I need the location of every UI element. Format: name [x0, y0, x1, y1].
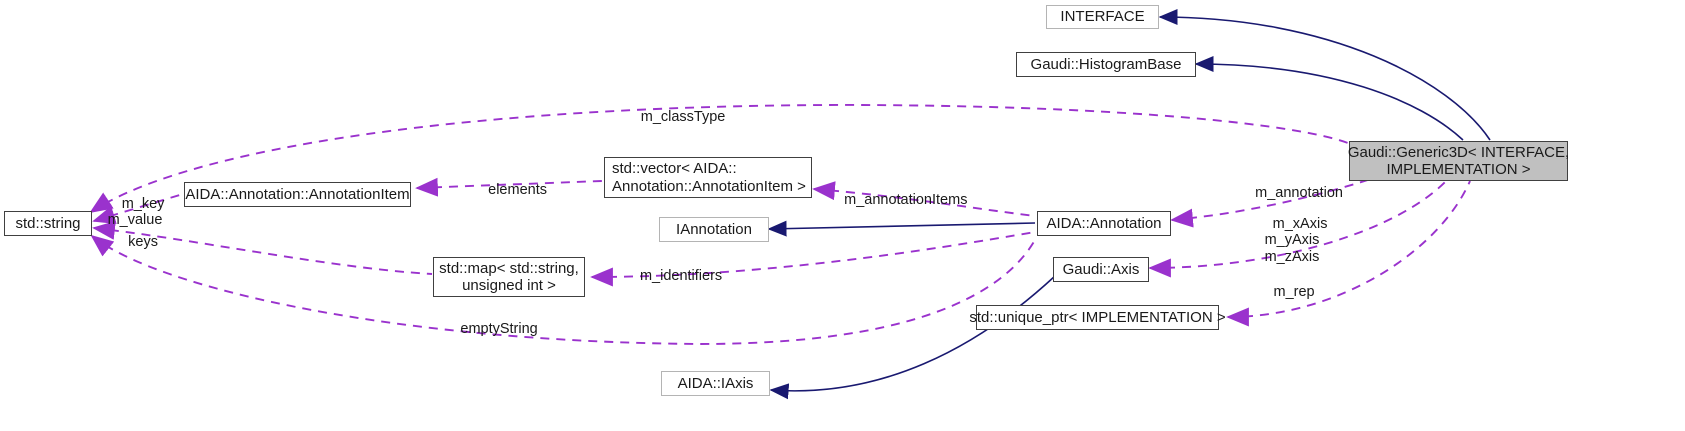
node-std-map-label: std::map< std::string, unsigned int >: [439, 259, 579, 294]
node-interface-label: INTERFACE: [1060, 8, 1145, 26]
node-aida-annotation-annotationitem-label: AIDA::Annotation::AnnotationItem: [185, 185, 410, 203]
edge-label-m_annotation: m_annotation: [1255, 185, 1343, 202]
node-aida-iaxis-label: AIDA::IAxis: [677, 374, 754, 392]
node-gaudi-axis[interactable]: Gaudi::Axis: [1053, 257, 1149, 282]
edge-label-emptystring: emptyString: [460, 321, 538, 338]
node-gaudi-axis-label: Gaudi::Axis: [1062, 260, 1140, 278]
node-gaudi-histogrambase[interactable]: Gaudi::HistogramBase: [1016, 52, 1196, 77]
edge-label-m_identifiers: m_identifiers: [639, 268, 723, 285]
edge-label-m_rep: m_rep: [1273, 284, 1315, 301]
node-gaudi-generic3d[interactable]: Gaudi::Generic3D< INTERFACE, IMPLEMENTAT…: [1347, 141, 1570, 181]
edge-string-generic3d-m_classType: [89, 104, 1349, 214]
edge-label-keys: keys: [128, 234, 158, 251]
edge-iaxis-gaudiaxis: [769, 275, 1056, 400]
node-iannotation[interactable]: IAnnotation: [659, 217, 769, 242]
edge-stdmap-annotation-m_identifiers: [590, 231, 1036, 287]
edge-uniqueptr-generic3d-m_rep: [1226, 180, 1471, 327]
edge-histogrambase-generic3d: [1194, 56, 1464, 141]
node-iannotation-label: IAnnotation: [676, 220, 752, 238]
node-std-string-label: std::string: [15, 214, 81, 232]
edge-label-elements: elements: [488, 182, 547, 199]
node-aida-iaxis[interactable]: AIDA::IAxis: [661, 371, 770, 396]
edge-string-annotation-emptystring: [90, 234, 1036, 345]
node-aida-annotation-label: AIDA::Annotation: [1046, 214, 1162, 232]
edge-vector-annotation-m_annotationitems: [812, 181, 1036, 217]
node-std-unique-ptr[interactable]: std::unique_ptr< IMPLEMENTATION >: [969, 305, 1226, 330]
node-gaudi-generic3d-label: Gaudi::Generic3D< INTERFACE, IMPLEMENTAT…: [1347, 143, 1570, 178]
node-std-string[interactable]: std::string: [4, 211, 92, 236]
node-gaudi-histogrambase-label: Gaudi::HistogramBase: [1030, 55, 1182, 73]
edge-interface-generic3d: [1158, 9, 1491, 141]
edge-label-m_classtype: m_classType: [640, 109, 726, 126]
node-aida-annotation[interactable]: AIDA::Annotation: [1037, 211, 1171, 236]
node-std-unique-ptr-label: std::unique_ptr< IMPLEMENTATION >: [969, 308, 1226, 326]
edge-annotation-generic3d-m_annotation: [1170, 171, 1393, 228]
edge-label-m_annotationitems: m_annotationItems: [844, 192, 968, 209]
node-interface[interactable]: INTERFACE: [1046, 5, 1159, 29]
node-aida-annotation-annotationitem[interactable]: AIDA::Annotation::AnnotationItem: [184, 182, 411, 207]
edge-iannotation-annotation: [767, 220, 1036, 237]
edge-gaudiaxis-generic3d-axes: [1148, 178, 1449, 278]
edge-label-axes: m_xAxis m_yAxis m_zAxis: [1264, 216, 1328, 265]
node-std-map[interactable]: std::map< std::string, unsigned int >: [433, 257, 585, 297]
edge-label-m_key-m_value: m_key m_value: [107, 196, 165, 229]
node-std-vector-annotationitem-label: std::vector< AIDA:: Annotation::Annotati…: [612, 160, 806, 195]
node-std-vector-annotationitem[interactable]: std::vector< AIDA:: Annotation::Annotati…: [604, 157, 812, 198]
